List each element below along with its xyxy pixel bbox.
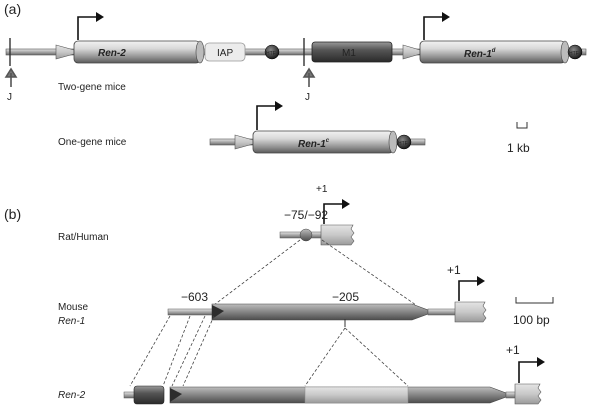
ren2-tss-label: +1 [506, 343, 520, 357]
ren1c-cylinder-cap [388, 130, 398, 154]
mouse-tss-label: +1 [447, 263, 461, 277]
tss-arrow-ren2-b [518, 361, 537, 383]
rat-tss-label: +1 [316, 184, 328, 195]
ren1c-label: Ren-1c [298, 138, 330, 150]
ren2-b-label: Ren-2 [58, 390, 86, 401]
ren2-construct [123, 357, 545, 405]
two-gene-label: Two-gene mice [58, 82, 126, 93]
ren2-cylinder [73, 40, 201, 64]
scale-label-1kb: 1 kb [507, 141, 530, 155]
tss-arrow-mouse [458, 280, 477, 301]
tss-arrow-ren1d [423, 16, 442, 40]
iap-element [204, 42, 246, 62]
scale-bar-100bp [515, 297, 554, 304]
mouse-ren1-construct [167, 276, 487, 327]
mouse-pos-603-label: −603 [181, 290, 208, 304]
ren2-insertion-block [304, 386, 409, 404]
two-gene-backbone [5, 48, 587, 56]
dashed-connector [344, 327, 409, 387]
tss-arrow-ren2 [77, 16, 96, 40]
tf-ball-2 [567, 44, 583, 60]
promoter-cone-ren1c [234, 134, 254, 150]
tss-arrow-ren1c [256, 105, 275, 130]
rat-exon [320, 224, 355, 246]
dashed-connector [304, 327, 346, 387]
mouse-right-rod [427, 308, 457, 316]
promoter-cone-ren1d [402, 44, 421, 60]
m1-element [311, 41, 393, 63]
scale-bar-1kb [516, 122, 528, 129]
dashed-connector [162, 315, 191, 387]
rat-human-label: Rat/Human [58, 232, 109, 243]
mouse-exon [454, 301, 487, 323]
ren1d-label: Ren-1d [464, 48, 496, 60]
tss-arrowhead-rat [342, 199, 350, 209]
m1-label: M1 [342, 48, 356, 59]
dashed-connector [321, 239, 417, 306]
tf-ball-3 [396, 134, 412, 150]
rat-promoter-knob [299, 228, 313, 242]
mouse-promoter-body [211, 303, 429, 321]
dashed-connector [129, 315, 171, 387]
two-gene-construct: Ren-2 IAP HTF M1 Ren-1d HTF J J [4, 12, 587, 103]
dashed-connector [213, 239, 301, 306]
one-gene-label: One-gene mice [58, 137, 127, 148]
iap-label: IAP [217, 48, 233, 59]
panel-a-label: (a) [4, 1, 21, 17]
junction-arrow-left [4, 67, 18, 87]
ren2-label: Ren-2 [98, 48, 126, 59]
tf-label-3: HTF [398, 141, 408, 147]
tss-arrowhead-ren1d [442, 12, 450, 22]
dashed-connector [182, 315, 215, 387]
ren2-exon [514, 383, 542, 405]
mouse-label: Mouse [58, 302, 88, 313]
promoter-cone-ren2 [55, 44, 75, 60]
mouse-left-rod [167, 308, 217, 316]
one-gene-construct: Ren-1c HTF [209, 101, 426, 154]
scale-label-100bp: 100 bp [513, 313, 550, 327]
tf-label-1: HTF [266, 51, 276, 57]
ren2-cylinder-cap [195, 40, 205, 64]
dashed-connector [171, 315, 206, 387]
panel-b-label: (b) [4, 206, 21, 222]
rat-human-construct [279, 199, 355, 246]
tss-arrowhead-ren2-b [537, 357, 545, 367]
rat-position-label: −75/−92 [284, 208, 328, 222]
mouse-gene-label: Ren-1 [58, 316, 85, 327]
mouse-element-cone [212, 305, 224, 319]
ren2-element-cone [170, 388, 182, 402]
junction-label-left: J [7, 92, 12, 103]
junction-arrow-right [302, 67, 316, 87]
tf-label-2: HTF [569, 51, 579, 57]
junction-label-right: J [305, 92, 310, 103]
tss-arrowhead-ren2 [96, 12, 104, 22]
ren2-dark-block [133, 385, 165, 405]
tss-arrow-rat [323, 203, 342, 224]
tss-arrowhead-mouse [477, 276, 485, 286]
mouse-pos-205-label: −205 [332, 290, 359, 304]
tss-arrowhead-ren1c [275, 101, 283, 111]
tf-ball-1 [264, 44, 280, 60]
